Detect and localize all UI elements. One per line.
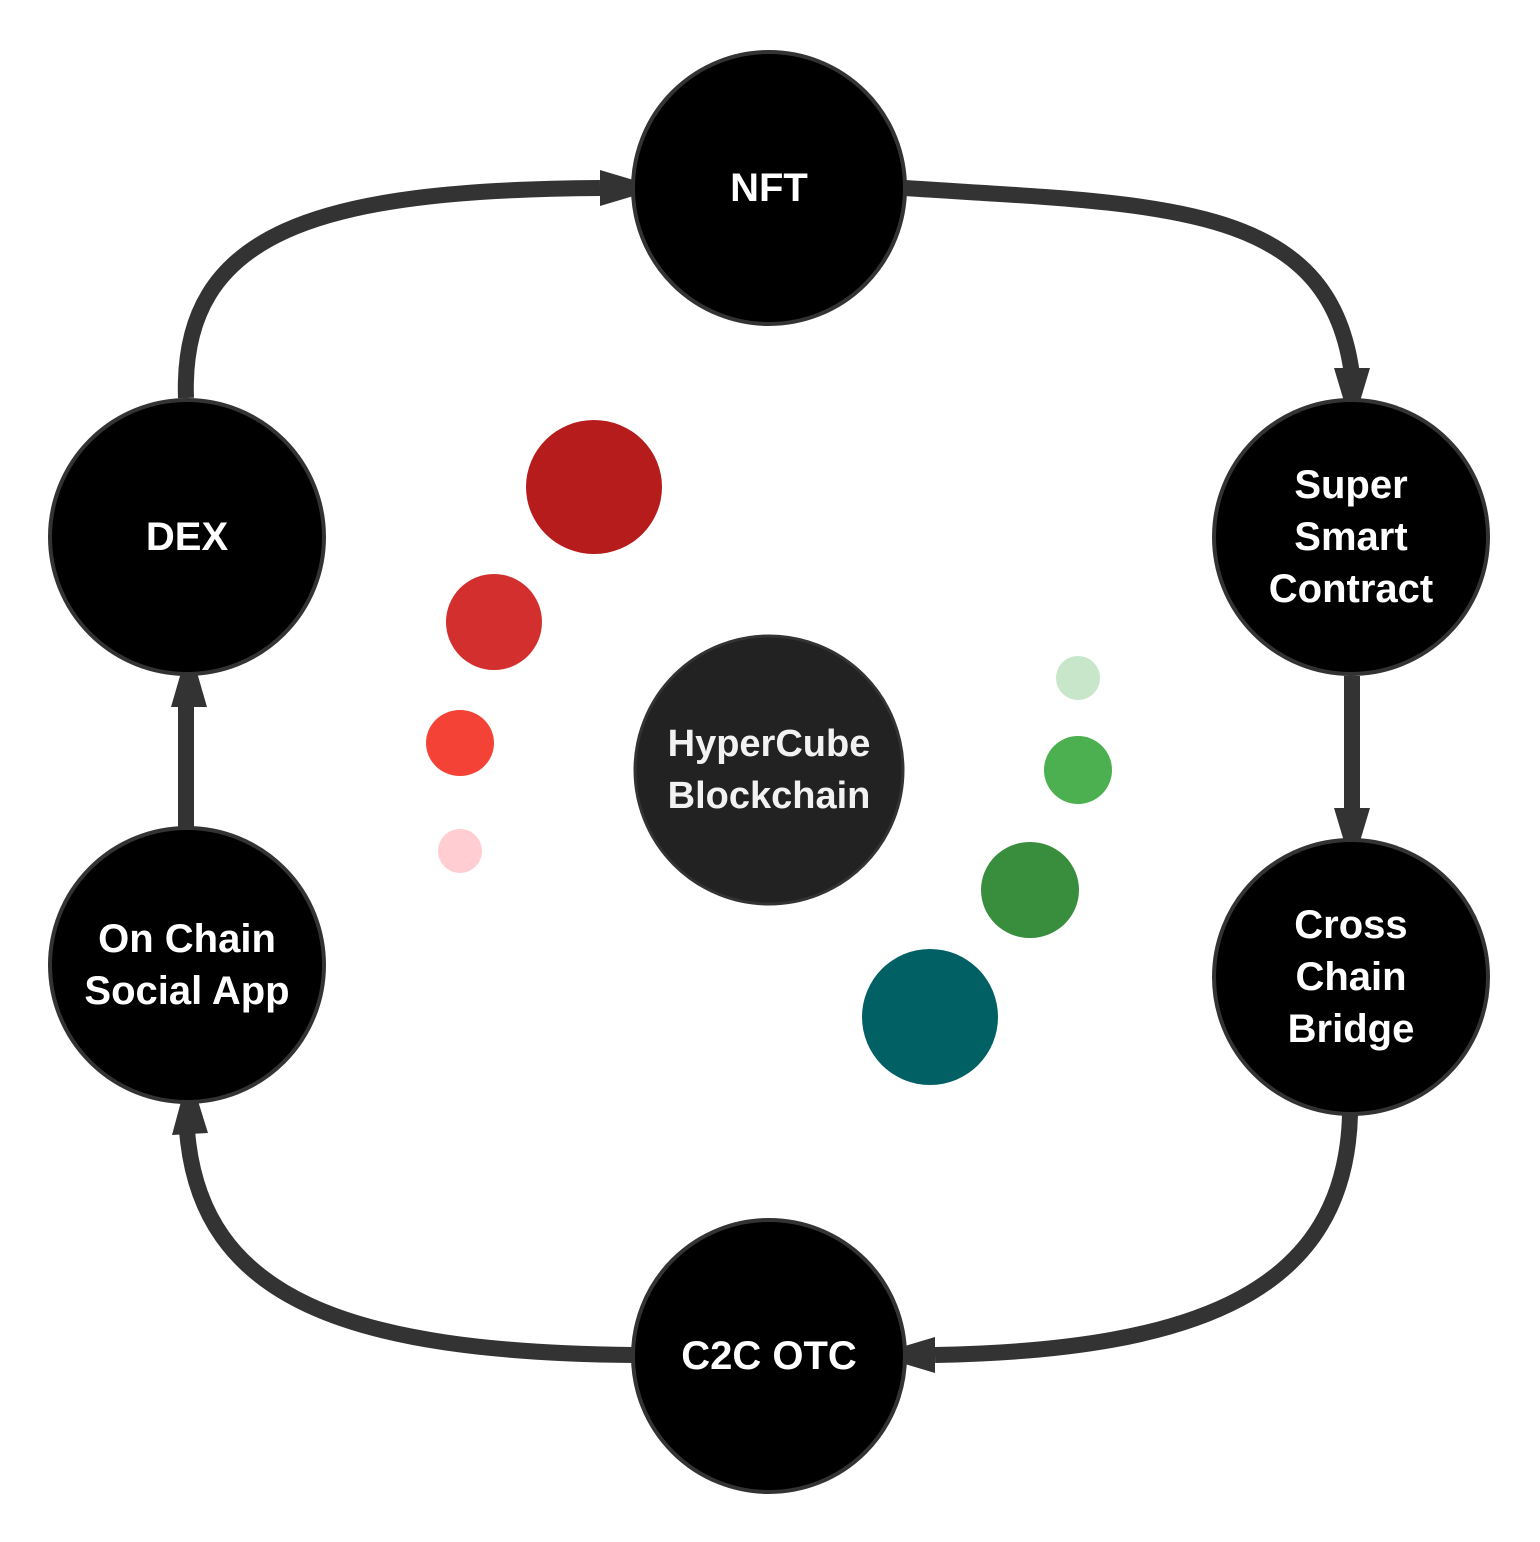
- green-dot-medium: [981, 842, 1079, 938]
- node-c2c-otc-circle: [631, 1218, 907, 1494]
- node-dex-circle: [48, 398, 326, 676]
- arrowhead-dex: [171, 645, 207, 707]
- green-dot-small: [1044, 736, 1112, 804]
- connectors: [177, 180, 1360, 1363]
- arrowhead-smart-contract: [1334, 368, 1370, 428]
- arrow-dex-to-nft: [177, 180, 601, 399]
- node-on-chain-social-app-circle: [48, 826, 326, 1104]
- red-dot-small: [426, 710, 494, 776]
- node-super-smart-contract-circle: [1212, 398, 1490, 676]
- node-nft-circle: [631, 50, 907, 326]
- red-dots: [426, 420, 662, 873]
- arrow-bridge-to-c2c: [934, 1114, 1358, 1363]
- nodes: [48, 50, 1490, 1494]
- green-dots: [862, 656, 1112, 1085]
- arrow-nft-to-smart-contract: [904, 180, 1360, 377]
- red-dot-tiny: [438, 829, 482, 873]
- arrow-c2c-to-social: [179, 1129, 634, 1363]
- red-dot-medium: [446, 574, 542, 670]
- node-cross-chain-bridge-circle: [1212, 838, 1490, 1116]
- red-dot-large: [526, 420, 662, 554]
- arrowhead-bridge: [1334, 808, 1370, 868]
- teal-dot-large: [862, 949, 998, 1085]
- center-blockchain-circle: [633, 634, 905, 906]
- arrowhead-nft: [600, 170, 660, 206]
- green-dot-tiny: [1056, 656, 1100, 700]
